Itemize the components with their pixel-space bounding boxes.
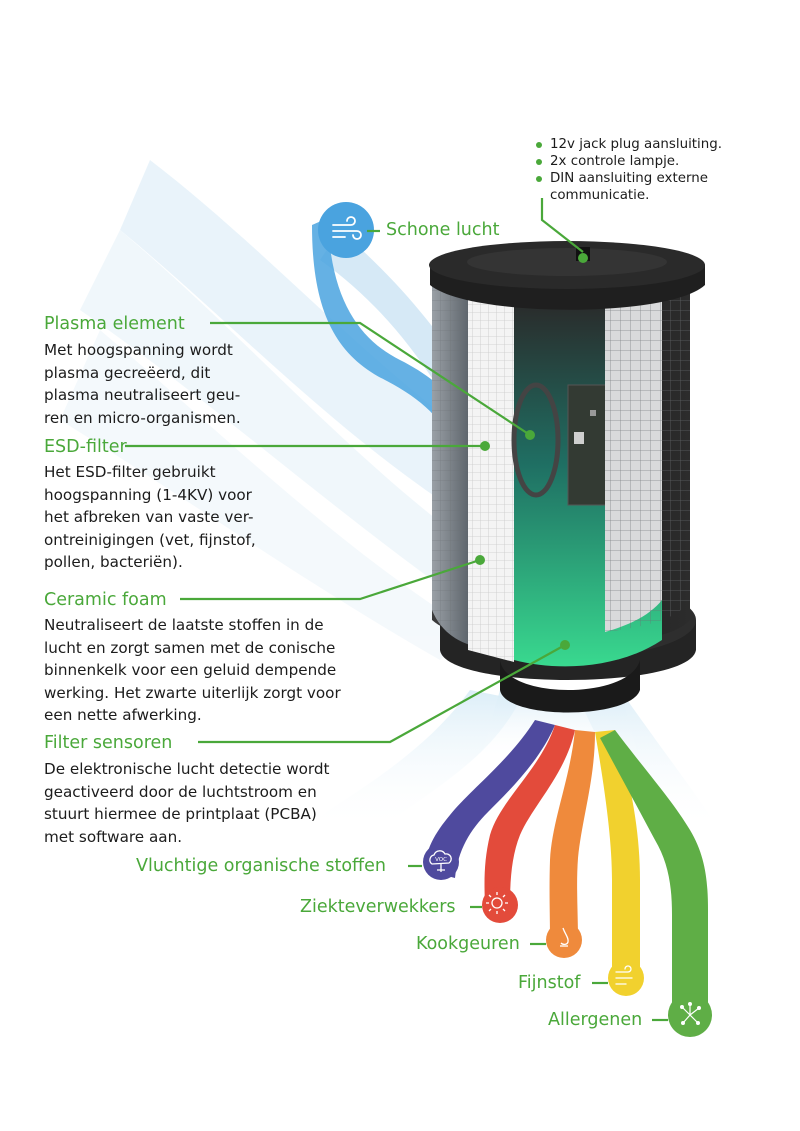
air-plumes: [60, 160, 520, 660]
dust-icon: [615, 965, 633, 985]
esd-filter-panel: [468, 296, 514, 662]
pollen-icon: [679, 1001, 701, 1025]
nose-icon: [560, 927, 569, 947]
description-line: binnenkelk voor een geluid dempende: [44, 661, 337, 679]
esd-filter-description: Het ESD-filter gebruikt hoogspanning (1-…: [44, 461, 256, 574]
stream-voc: [425, 720, 555, 878]
plasma-disk: [511, 382, 561, 498]
connections-list: 12v jack plug aansluiting. 2x controle l…: [536, 136, 740, 204]
description-line: geactiveerd door de luchtstroom en: [44, 782, 317, 801]
connection-item: 2x controle lampje.: [536, 153, 740, 170]
leader-ceramic: [180, 558, 481, 601]
leader-connections: [540, 198, 584, 253]
clean-air-badge: [318, 202, 374, 258]
description-line: met software aan.: [44, 827, 183, 846]
description-line: stuurt hiermee de printplaat (PCBA): [44, 805, 317, 823]
clean-air-label: Schone lucht: [386, 220, 500, 240]
description-line: lucht en zorgt samen met de conische: [44, 638, 336, 657]
plasma-element-description: Met hoogspanning wordt plasma gecreëerd,…: [44, 339, 241, 429]
description-line: ren en micro-organismen.: [44, 408, 241, 427]
stream-allergens: [600, 730, 708, 1015]
pollutant-label-cooking-odors: Kookgeuren: [416, 934, 520, 954]
description-line: het afbreken van vaste ver-: [44, 508, 254, 526]
description-line: Neutraliseert de laatste stoffen in de: [44, 616, 324, 634]
description-line: ontreinigingen (vet, fijnstof,: [44, 530, 256, 549]
description-line: een nette afwerking.: [44, 706, 202, 724]
pollutant-label-voc: Vluchtige organische stoffen: [136, 856, 386, 876]
leader-lines: [125, 198, 668, 1022]
purifier-unit: [429, 241, 705, 713]
stream-cooking: [549, 730, 595, 940]
pollutant-label-fine-dust: Fijnstof: [518, 973, 581, 993]
pollutant-label-pathogens: Ziekteverwekkers: [300, 897, 456, 917]
description-line: werking. Het zwarte uiterlijk zorgt voor: [44, 683, 341, 702]
virus-icon: [486, 892, 508, 914]
voc-cloud-icon: VOC: [429, 850, 452, 872]
description-line: hoogspanning (1-4KV) voor: [44, 485, 252, 504]
stream-dust: [595, 730, 640, 980]
voc-icon-text: VOC: [435, 857, 447, 863]
connection-item: DIN aansluiting externe communicatie.: [536, 170, 740, 204]
filter-sensors-title: Filter sensoren: [44, 733, 173, 753]
ceramic-foam-description: Neutraliseert de laatste stoffen in de l…: [44, 614, 341, 727]
leader-dots: [475, 253, 588, 650]
ceramic-foam-title: Ceramic foam: [44, 590, 167, 610]
plasma-element-title: Plasma element: [44, 314, 185, 334]
esd-filter-title: ESD-filter: [44, 437, 127, 457]
pathogen-badge: [482, 887, 518, 923]
description-line: plasma neutraliseert geu-: [44, 386, 241, 404]
description-line: De elektronische lucht detectie wordt: [44, 760, 330, 778]
description-line: Met hoogspanning wordt: [44, 341, 233, 359]
filter-sensors-description: De elektronische lucht detectie wordt ge…: [44, 758, 330, 848]
voc-badge: [423, 844, 459, 880]
pollutant-label-allergens: Allergenen: [548, 1010, 643, 1030]
connection-item: 12v jack plug aansluiting.: [536, 136, 740, 153]
description-line: Het ESD-filter gebruikt: [44, 463, 216, 481]
stream-pathogens: [484, 725, 575, 905]
leader-sensors: [198, 644, 566, 744]
wind-icon: [332, 216, 362, 240]
description-line: plasma gecreëerd, dit: [44, 363, 211, 382]
description-line: pollen, bacteriën).: [44, 553, 183, 571]
cooking-badge: [546, 922, 582, 958]
pollutant-badges: VOC: [423, 844, 712, 1037]
pollutant-streams: [425, 720, 708, 1015]
leader-plasma: [210, 321, 531, 436]
